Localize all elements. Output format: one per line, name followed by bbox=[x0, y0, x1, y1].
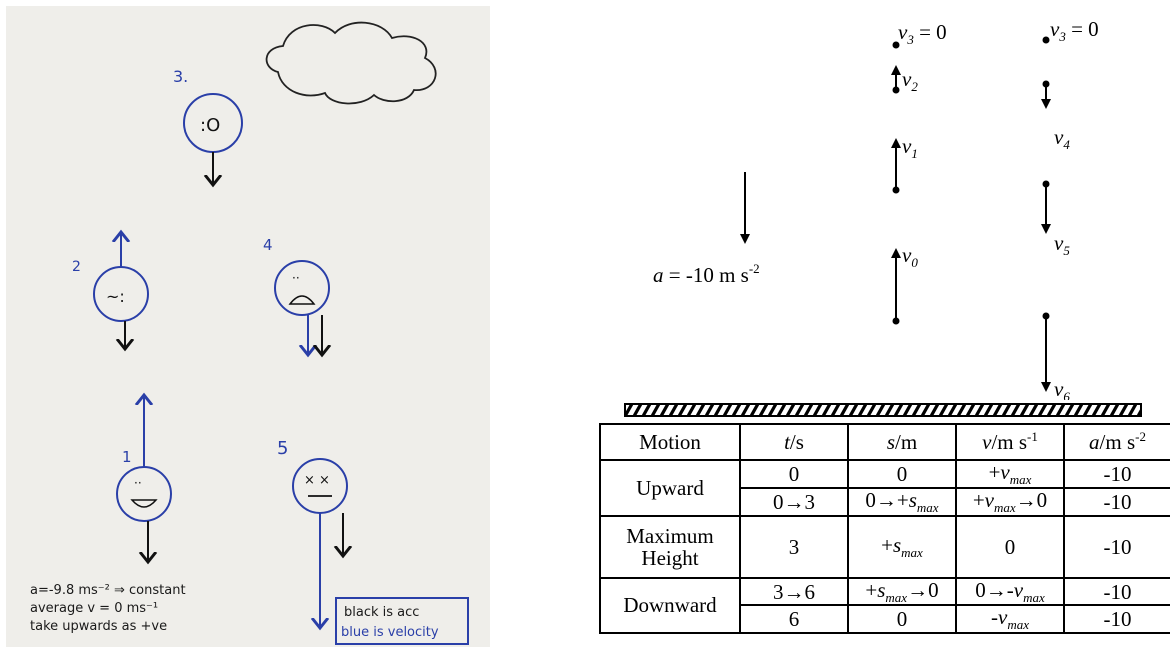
v6-label: v6 bbox=[1054, 377, 1070, 400]
cell-v: +vmax bbox=[955, 459, 1065, 489]
svg-text::O: :O bbox=[200, 115, 220, 136]
face-4: ·· bbox=[274, 260, 329, 355]
note-line-1: a=-9.8 ms⁻² ⇒ constant bbox=[30, 583, 186, 598]
upward-column: v3 = 0 v2 v1 v0 bbox=[891, 20, 947, 325]
cell-s: +smax→0 bbox=[847, 576, 957, 607]
cell-a: -10 bbox=[1063, 514, 1170, 579]
v2-label: v2 bbox=[902, 67, 918, 94]
header-t: t/s bbox=[739, 423, 849, 461]
cloud-icon bbox=[265, 21, 437, 105]
motion-upward: Upward bbox=[599, 459, 741, 517]
ground-hatch bbox=[624, 403, 1142, 417]
face-1: ·· bbox=[116, 395, 172, 562]
cell-v: 0 bbox=[955, 514, 1065, 579]
header-a: a/m s-2 bbox=[1063, 423, 1170, 461]
face-5: × × bbox=[292, 458, 347, 628]
cell-v: 0→-vmax bbox=[955, 576, 1065, 607]
cell-v: +vmax→0 bbox=[955, 486, 1065, 517]
stage-number-5: 5 bbox=[277, 438, 288, 459]
paper-sheet bbox=[6, 6, 490, 647]
cell-a: -10 bbox=[1063, 576, 1170, 607]
v1-label: v1 bbox=[902, 134, 918, 161]
v4-label: v4 bbox=[1054, 125, 1070, 152]
cell-t: 6 bbox=[739, 604, 849, 635]
table-row: 6 0 -vmax -10 bbox=[600, 604, 1170, 635]
cell-t: 3 bbox=[739, 514, 849, 579]
cell-s: +smax bbox=[847, 514, 957, 579]
handwritten-note: a=-9.8 ms⁻² ⇒ constant average v = 0 ms⁻… bbox=[30, 583, 186, 634]
v5-label: v5 bbox=[1054, 231, 1070, 258]
hand-drawn-sketch: 3. 2 4 1 5 :O ~: ·· ·· × × bbox=[0, 0, 500, 647]
cell-a: -10 bbox=[1063, 486, 1170, 517]
table-row: Downward 3→6 +smax→0 0→-vmax -10 bbox=[599, 576, 1170, 635]
legend-line-velocity: blue is velocity bbox=[341, 625, 439, 640]
cell-v: -vmax bbox=[955, 604, 1065, 635]
note-line-2: average v = 0 ms⁻¹ bbox=[30, 601, 158, 616]
stage-number-4: 4 bbox=[263, 236, 273, 254]
cell-t: 3→6 bbox=[739, 576, 849, 607]
cell-t: 0→3 bbox=[739, 486, 849, 517]
v3-label-up: v3 = 0 bbox=[898, 20, 947, 47]
motion-diagram: a = -10 m s-2 v3 = 0 v2 v1 v0 v3 = 0 v4 bbox=[653, 17, 1099, 400]
note-line-3: take upwards as +ve bbox=[30, 619, 167, 634]
stage-number-1: 1 bbox=[122, 448, 132, 466]
v0-label: v0 bbox=[902, 243, 918, 270]
header-motion: Motion bbox=[599, 423, 741, 461]
color-legend: black is acc blue is velocity bbox=[335, 597, 469, 645]
cell-a: -10 bbox=[1063, 459, 1170, 489]
face-2: ~: bbox=[93, 232, 149, 349]
face-3: :O bbox=[183, 93, 243, 185]
v3-label-down: v3 = 0 bbox=[1050, 17, 1099, 44]
cell-s: 0 bbox=[847, 459, 957, 489]
cell-s: 0→+smax bbox=[847, 486, 957, 517]
legend-line-acc: black is acc bbox=[344, 605, 419, 620]
cell-t: 0 bbox=[739, 459, 849, 489]
motion-table: Motion t/s s/m v/m s-1 a/m s-2 Upward 0 … bbox=[599, 423, 1170, 635]
header-v: v/m s-1 bbox=[955, 423, 1065, 461]
acceleration-label: a = -10 m s-2 bbox=[653, 261, 760, 287]
table-row: 0→3 0→+smax +vmax→0 -10 bbox=[600, 486, 1170, 517]
stage-number-3: 3. bbox=[173, 67, 188, 86]
header-s: s/m bbox=[847, 423, 957, 461]
downward-column: v3 = 0 v4 v5 v6 bbox=[1041, 17, 1099, 400]
stage-number-2: 2 bbox=[72, 259, 81, 275]
svg-text:··: ·· bbox=[292, 271, 300, 285]
svg-text:~:: ~: bbox=[106, 287, 125, 306]
table-header-row: Motion t/s s/m v/m s-1 a/m s-2 bbox=[599, 423, 1170, 461]
svg-text:··: ·· bbox=[134, 476, 142, 490]
svg-text:× ×: × × bbox=[304, 473, 330, 488]
cell-a: -10 bbox=[1063, 604, 1170, 635]
table-row: Upward 0 0 +vmax -10 bbox=[599, 459, 1170, 517]
cell-s: 0 bbox=[847, 604, 957, 635]
motion-downward: Downward bbox=[599, 576, 741, 635]
